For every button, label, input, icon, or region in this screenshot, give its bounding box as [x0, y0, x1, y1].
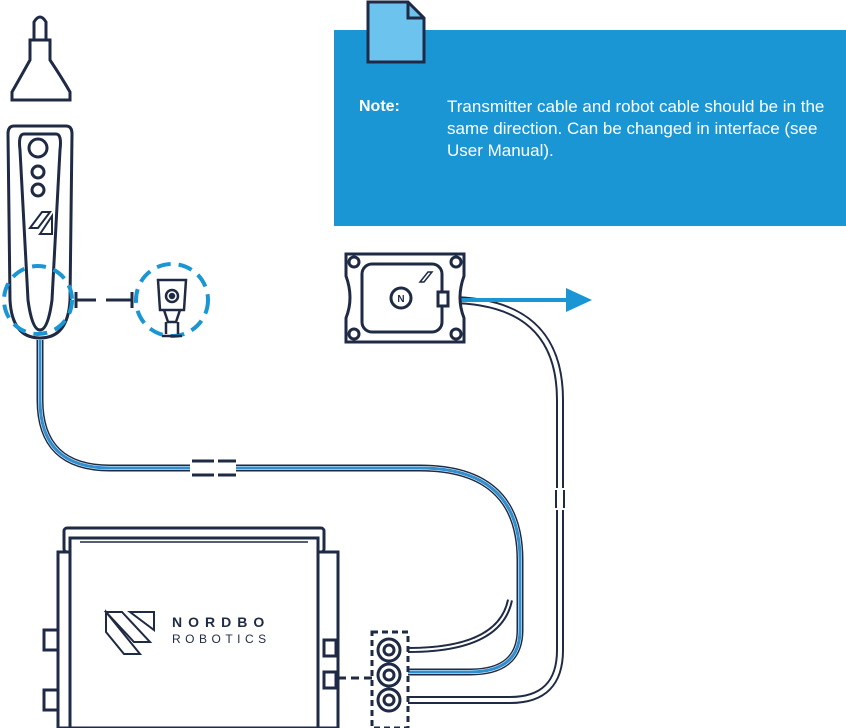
transmitter-cable [36, 340, 524, 676]
brand-line-1: NORDBO [172, 614, 271, 630]
document-icon [366, 0, 426, 64]
note-label: Note: [359, 98, 400, 115]
arrow-right-icon [448, 288, 592, 312]
connector-panel-icon [338, 630, 410, 728]
sensor-receiver-icon: N [344, 252, 466, 344]
tool-adapter-icon [156, 278, 188, 338]
brand-line-2: ROBOTICS [172, 632, 271, 646]
highlight-circle-handle [2, 264, 74, 336]
handheld-transmitter-icon [6, 15, 74, 340]
control-box-icon [42, 526, 340, 728]
note-text: Transmitter cable and robot cable should… [447, 97, 825, 160]
robot-cable [408, 296, 572, 704]
svg-text:N: N [397, 294, 404, 305]
panel-cable [407, 599, 513, 653]
brand-logo-text: NORDBO ROBOTICS [172, 614, 271, 646]
connector-line [74, 292, 134, 308]
